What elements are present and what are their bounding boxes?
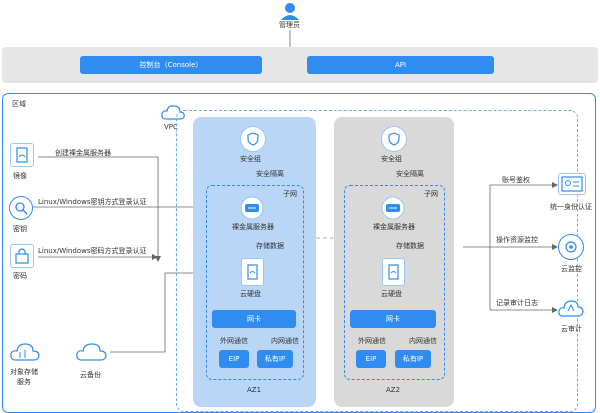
iam-icon <box>558 173 586 195</box>
obs-label-1: 对象存储 <box>10 368 38 376</box>
region-label: 区域 <box>12 100 26 108</box>
vpc-label: VPC <box>164 123 178 131</box>
az1-name-label: AZ1 <box>247 386 262 394</box>
api-button[interactable]: API <box>307 56 494 74</box>
az2-bms-icon <box>381 196 405 220</box>
obs-icon <box>8 340 42 364</box>
az1-nic-button[interactable]: 网卡 <box>212 310 296 328</box>
az1-eip-button[interactable]: EIP <box>219 350 249 368</box>
az2-security-group-icon <box>381 126 407 152</box>
az1-bms-label: 裸金属服务器 <box>232 223 274 231</box>
create-bms-label: 创建裸金属服务器 <box>55 149 111 157</box>
password-label: 密码 <box>13 272 27 280</box>
az1-evs-icon <box>241 258 264 286</box>
key-icon <box>9 196 33 220</box>
ces-icon <box>558 234 584 260</box>
az2-security-isolation-label: 安全隔离 <box>396 170 424 178</box>
az2-subnet <box>344 185 445 380</box>
az2-security-group-label: 安全组 <box>381 155 402 163</box>
password-icon <box>10 244 34 268</box>
az2-private-ip-button[interactable]: 私有IP <box>395 350 431 368</box>
ces-label: 云监控 <box>561 265 582 273</box>
image-icon <box>10 143 34 167</box>
account-auth-label: 账号鉴权 <box>502 176 530 184</box>
key-label: 密钥 <box>13 225 27 233</box>
az2-nic-button[interactable]: 网卡 <box>350 310 436 328</box>
az2-int-comm-label: 内网通信 <box>409 337 437 345</box>
az2-subnet-label: 子网 <box>424 190 438 198</box>
az1-subnet <box>206 185 304 380</box>
az1-security-group-label: 安全组 <box>240 155 261 163</box>
az1-storage-data-label: 存储数据 <box>256 242 284 250</box>
iam-label: 统一身份认证 <box>550 203 592 211</box>
az2-ext-comm-label: 外网通信 <box>358 337 386 345</box>
az1-subnet-label: 子网 <box>283 190 297 198</box>
az1-evs-label: 云硬盘 <box>240 290 261 298</box>
key-login-label: Linux/Windows密钥方式登录认证 <box>38 198 147 206</box>
backup-icon <box>74 340 110 364</box>
cts-icon <box>556 297 586 319</box>
az2-evs-icon <box>382 258 405 286</box>
backup-label: 云备份 <box>80 371 101 379</box>
admin-icon <box>279 2 301 20</box>
audit-log-label: 记录审计日志 <box>496 299 538 307</box>
az1-int-comm-label: 内网通信 <box>271 337 299 345</box>
az2-name-label: AZ2 <box>386 386 401 394</box>
admin-label: 管理员 <box>279 21 300 29</box>
az2-storage-data-label: 存储数据 <box>396 242 424 250</box>
az1-security-isolation-label: 安全隔离 <box>256 170 284 178</box>
az1-ext-comm-label: 外网通信 <box>220 337 248 345</box>
cts-label: 云审计 <box>561 325 582 333</box>
image-label: 镜像 <box>13 172 27 180</box>
password-login-label: Linux/Windows密码方式登录认证 <box>38 247 147 255</box>
az2-evs-label: 云硬盘 <box>381 290 402 298</box>
az1-security-group-icon <box>240 126 266 152</box>
az1-bms-icon <box>240 196 264 220</box>
console-button[interactable]: 控制台（Console） <box>80 56 262 74</box>
obs-label-2: 服务 <box>17 378 31 386</box>
az2-eip-button[interactable]: EIP <box>356 350 386 368</box>
monitor-ops-label: 操作资源监控 <box>496 236 538 244</box>
az1-private-ip-button[interactable]: 私有IP <box>257 350 293 368</box>
az2-bms-label: 裸金属服务器 <box>373 223 415 231</box>
